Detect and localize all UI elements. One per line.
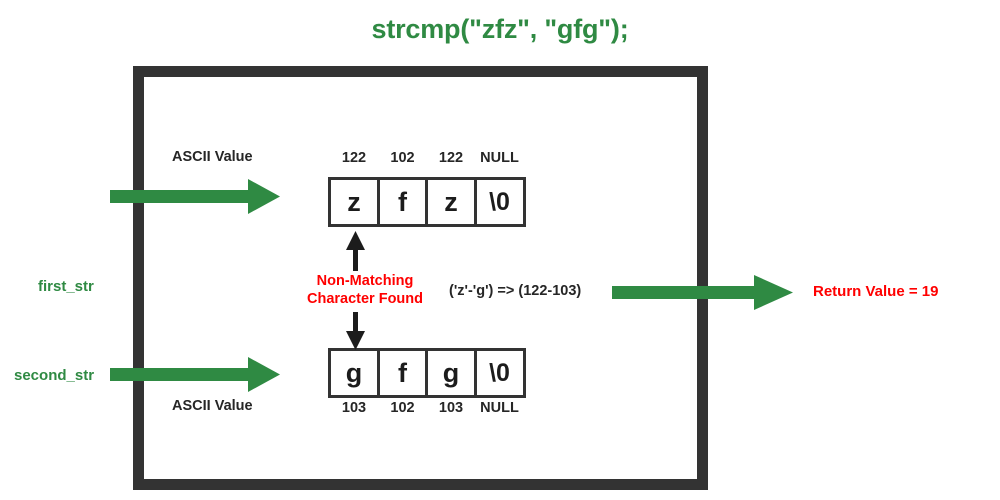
second-str-ascii-2: 103 <box>438 400 464 416</box>
first-str-cell-2: z <box>425 177 477 227</box>
non-matching-character-label: Non-Matching Character Found <box>285 272 445 308</box>
second-str-cell-2: g <box>425 348 477 398</box>
second-str-array: g f g \0 <box>328 348 526 398</box>
first-str-ascii-caption: ASCII Value <box>172 149 253 165</box>
return-value-label: Return Value = 19 <box>813 283 939 300</box>
first-str-cell-0: z <box>328 177 380 227</box>
second-str-ascii-caption: ASCII Value <box>172 398 253 414</box>
first-str-ascii-3: NULL <box>480 150 519 166</box>
second-str-ascii-3: NULL <box>480 400 519 416</box>
first-str-cell-3: \0 <box>473 177 526 227</box>
second-str-pointer-label: second_str <box>14 367 95 384</box>
page-title: strcmp("zfz", "gfg"); <box>371 14 629 44</box>
first-str-ascii-0: 122 <box>341 150 367 166</box>
first-str-array: z f z \0 <box>328 177 526 227</box>
second-str-cell-3: \0 <box>473 348 526 398</box>
second-str-ascii-row: 103 102 103 NULL <box>328 400 526 416</box>
strcmp-function-boundary-box <box>133 66 708 490</box>
first-str-ascii-1: 102 <box>390 150 415 166</box>
second-str-cell-1: f <box>376 348 429 398</box>
first-str-ascii-row: 122 102 122 NULL <box>328 150 526 166</box>
second-str-ascii-1: 102 <box>390 400 415 416</box>
first-str-cell-1: f <box>376 177 429 227</box>
first-str-pointer-label: first_str <box>38 278 94 295</box>
non-matching-line-1: Non-Matching <box>316 273 414 289</box>
first-str-ascii-2: 122 <box>438 150 464 166</box>
non-matching-line-2: Character Found <box>306 291 423 308</box>
second-str-ascii-0: 103 <box>341 400 367 416</box>
ascii-difference-expression: ('z'-'g') => (122-103) <box>449 283 582 299</box>
second-str-cell-0: g <box>328 348 380 398</box>
